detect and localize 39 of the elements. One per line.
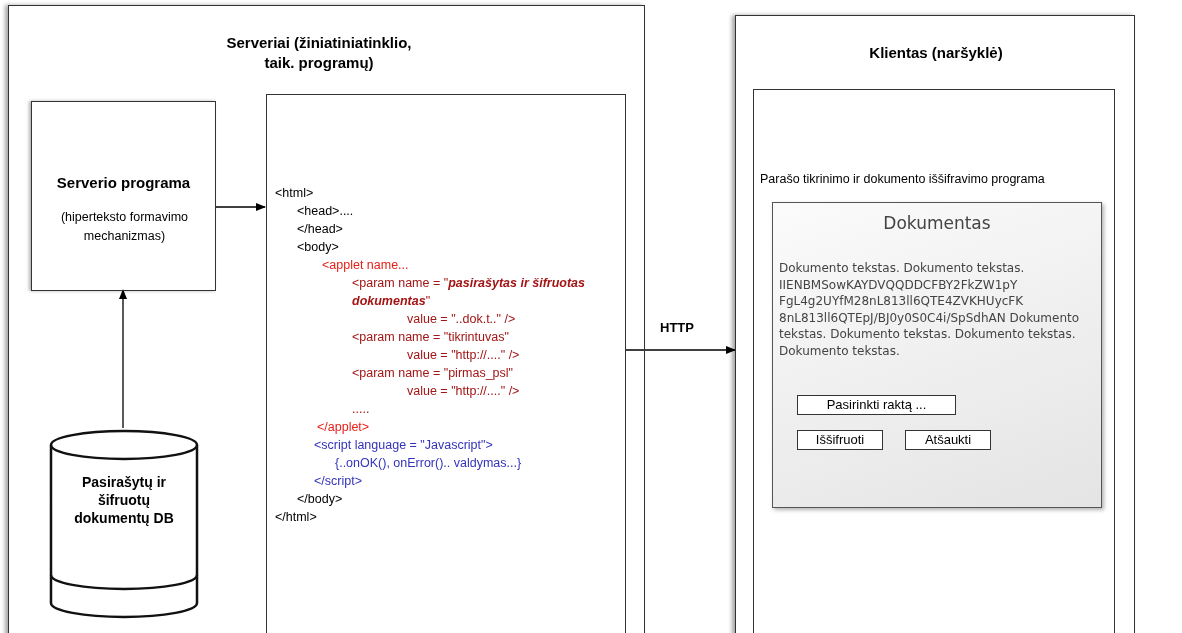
code-line: <param name = "pirmas_psl" [352,365,514,382]
box-title: Serverio programa [55,174,192,191]
code-line: </script> [314,473,362,490]
group-title: Klientas (naršyklė) [868,43,1004,63]
client-panel [735,15,1135,633]
code-line: </applet> [317,419,370,436]
database-label: Pasirašytų ir šifruotų dokumentų DB [74,473,174,527]
code-line: </head> [297,221,343,238]
arrow [214,203,266,211]
code-line: ..... [352,401,370,418]
code-line: <param name = "pasirašytas ir šifruotas dokumentas" [352,275,587,310]
code-line: </html> [275,509,317,526]
code-line: value = "http://...." /> [407,347,520,364]
code-line: <head>.... [297,203,354,220]
arrow [624,346,736,354]
code-panel [266,94,626,633]
code-line: <script language = "Javascript"> [314,437,493,454]
code-line: </body> [297,491,343,508]
process-box [31,101,216,291]
select-key-button: Pasirinkti raktą ... [797,395,956,415]
document-window [772,202,1102,508]
program-panel [753,89,1115,633]
code-line: <param name = "tikrintuvas" [352,329,509,346]
program-title: Parašo tikrinimo ir dokumento iššifravimo programa [760,172,1046,186]
edge-label: HTTP [658,320,696,335]
server-panel [8,5,645,633]
code-line: <html> [275,185,314,202]
window-title: Dokumentas [882,213,992,233]
document-text: Dokumento tekstas. Dokumento tekstas. IIENBMSowKAYDVQQDDCFBY2FkZW1pY FgL4g2UYfM28nL813ll6QTE4ZVKHUycFK 8nL813ll6QTEpJ/BJ0y0S0C4i/SpSdhAN Dokumento tekstas. Dokumento tekstas. Dokumento tekstas. Dokumento tekstas. [779,260,1081,360]
code-line: <applet name... [322,257,409,274]
decrypt-button: Iššifruoti [797,430,883,450]
arrow [119,289,127,429]
box-subtitle: (hiperteksto formavimo mechanizmas) [59,209,190,245]
code-line: <body> [297,239,339,256]
code-line: {..onOK(), onError().. valdymas...} [335,455,522,472]
group-title: Serveriai (žiniatiniatinklio, taik. programų) [225,33,413,73]
cancel-button: Atšaukti [905,430,991,450]
code-line: value = "..dok.t.." /> [407,311,516,328]
code-line: value = "http://...." /> [407,383,520,400]
